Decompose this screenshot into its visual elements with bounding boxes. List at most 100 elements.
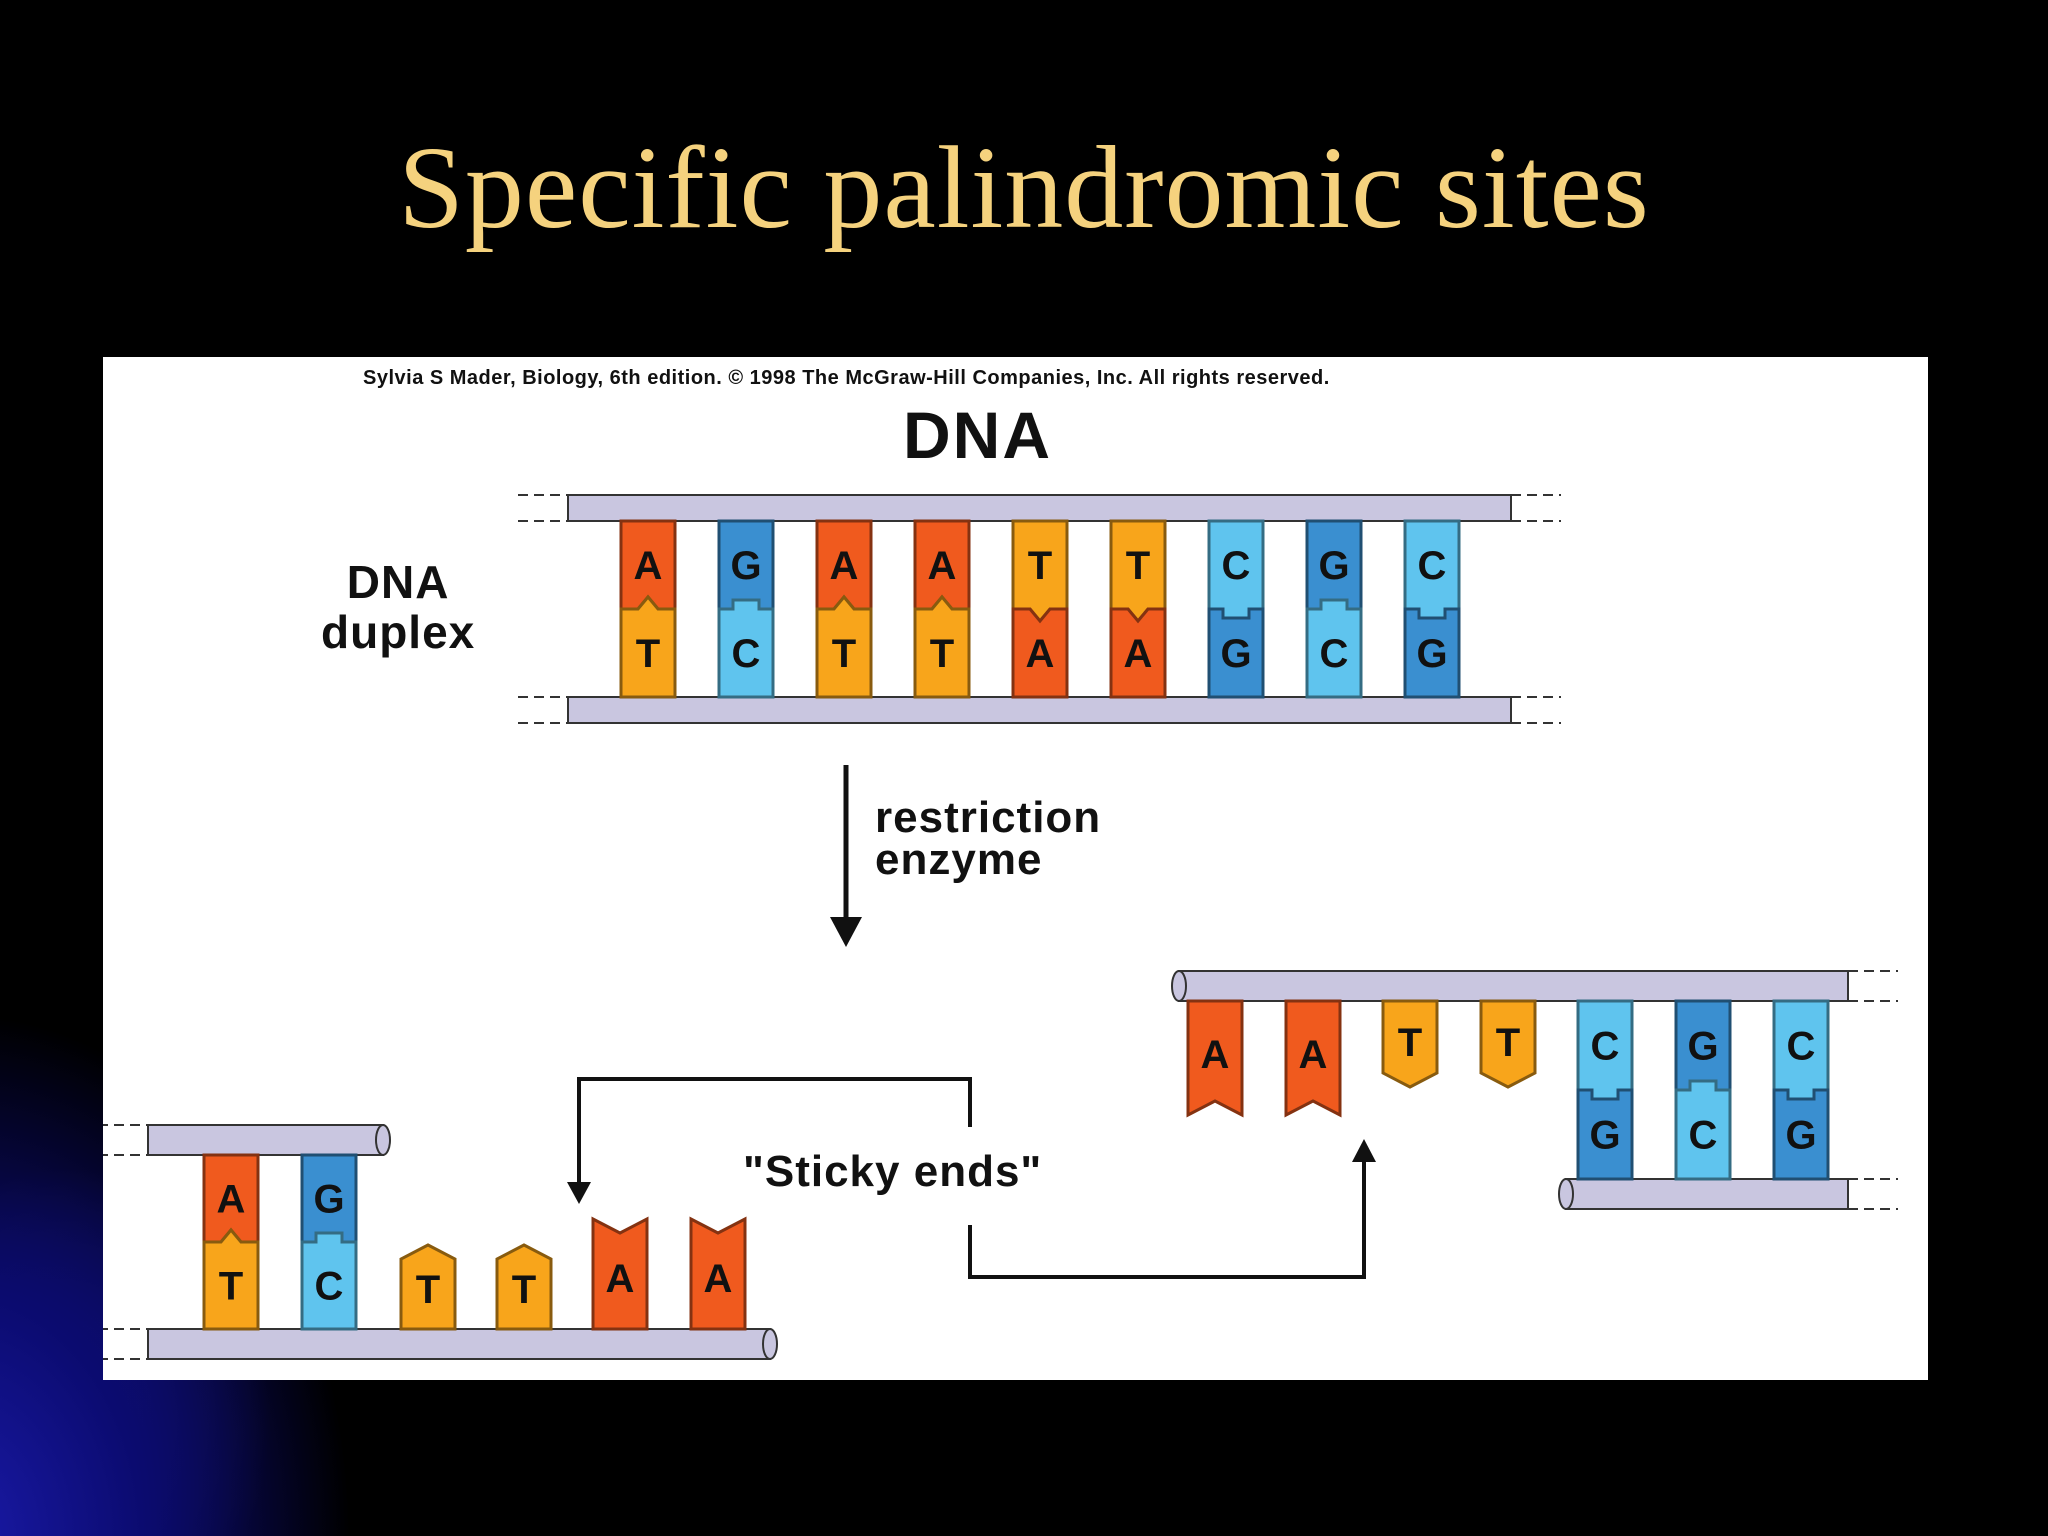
base-pair-CG: CG: [1576, 999, 1634, 1181]
backbone-strand: [1171, 970, 1898, 1002]
backbone-bar: [1178, 970, 1849, 1002]
base-pair-AT: AT: [619, 519, 677, 699]
base-letter: C: [1418, 544, 1447, 588]
nucleotide-G: [1207, 607, 1265, 699]
backbone-strand: [518, 494, 1561, 522]
base-letter: A: [1299, 1033, 1328, 1077]
enzyme-label-line: restriction: [875, 793, 1102, 842]
base-letter: A: [928, 544, 957, 588]
base-letter: G: [730, 544, 761, 588]
nucleotide-shape: [1284, 999, 1342, 1118]
base-letter: G: [313, 1178, 344, 1222]
base-letter: T: [1496, 1021, 1520, 1065]
backbone-bar: [147, 1328, 771, 1360]
backbone-cap: [1558, 1178, 1574, 1210]
sticky-arrow-left-head: [567, 1182, 591, 1204]
base-pair-CG: CG: [1207, 519, 1265, 699]
sticky-arrow-left: [577, 1077, 972, 1187]
base-pair-CG: CG: [1403, 519, 1461, 699]
backbone-bar: [1565, 1178, 1849, 1210]
base-letter: T: [512, 1268, 536, 1312]
sticky-nucleotide-A: A: [1284, 999, 1342, 1118]
base-letter: T: [1398, 1021, 1422, 1065]
base-letter: T: [1028, 544, 1052, 588]
nucleotide-shape: [689, 1216, 747, 1331]
base-letter: T: [636, 632, 660, 676]
nucleotide-T: T: [1479, 999, 1537, 1089]
base-letter: G: [1220, 632, 1251, 676]
base-letter: G: [1687, 1025, 1718, 1069]
backbone-strand: [103, 1328, 778, 1360]
base-letter: A: [1026, 632, 1055, 676]
enzyme-label-line: enzyme: [875, 835, 1043, 884]
nucleotide-C: [1674, 1079, 1732, 1181]
base-letter: A: [1201, 1033, 1230, 1077]
duplex-label-line: DNA: [346, 556, 450, 608]
base-letter: A: [217, 1178, 246, 1222]
nucleotide-T: T: [1381, 999, 1439, 1089]
nucleotide-shape: [1479, 999, 1537, 1089]
figure-credit: Sylvia S Mader, Biology, 6th edition. © …: [363, 367, 1330, 389]
base-letter: A: [704, 1257, 733, 1301]
base-letter: T: [416, 1268, 440, 1312]
sticky-nucleotide-A: A: [689, 1216, 747, 1331]
nucleotide-T: [815, 594, 873, 699]
base-pair-TA: TA: [1109, 519, 1167, 699]
sticky-arrow-right: [968, 1157, 1366, 1279]
base-letter: G: [1785, 1114, 1816, 1158]
backbone-bar: [567, 494, 1512, 522]
nucleotide-T: [202, 1227, 260, 1331]
sticky-nucleotide-A: A: [591, 1216, 649, 1331]
base-letter: A: [1124, 632, 1153, 676]
enzyme-arrow-head: [830, 917, 862, 947]
backbone-cap: [1171, 970, 1187, 1002]
base-letter: C: [315, 1265, 344, 1309]
base-letter: T: [832, 632, 856, 676]
dna-duplex-label: DNA duplex: [321, 557, 475, 657]
nucleotide-shape: [1381, 999, 1439, 1089]
nucleotide-shape: [495, 1243, 553, 1331]
nucleotide-T: [619, 594, 677, 699]
base-letter: C: [1591, 1025, 1620, 1069]
base-letter: A: [606, 1257, 635, 1301]
backbone-cap: [762, 1328, 778, 1360]
base-letter: G: [1589, 1114, 1620, 1158]
base-letter: C: [732, 632, 761, 676]
nucleotide-C: [717, 598, 775, 699]
base-pair-AT: AT: [202, 1153, 260, 1331]
sticky-ends-label: "Sticky ends": [743, 1147, 1043, 1196]
base-letter: C: [1320, 632, 1349, 676]
nucleotide-C: [300, 1231, 358, 1331]
base-pair-GC: GC: [717, 519, 775, 699]
base-letter: T: [930, 632, 954, 676]
base-letter: T: [1126, 544, 1150, 588]
backbone-strand: [103, 1124, 391, 1156]
base-letter: C: [1689, 1114, 1718, 1158]
sticky-nucleotide-T: T: [495, 1243, 553, 1331]
base-letter: A: [830, 544, 859, 588]
base-letter: A: [634, 544, 663, 588]
nucleotide-C: [1305, 598, 1363, 699]
nucleotide-shape: [1186, 999, 1244, 1118]
nucleotide-G: [1403, 607, 1461, 699]
nucleotide-A: [1011, 607, 1069, 699]
base-pair-AT: AT: [815, 519, 873, 699]
nucleotide-shape: [591, 1216, 649, 1331]
backbone-strand: [1558, 1178, 1898, 1210]
duplex-label-line: duplex: [321, 606, 476, 658]
dna-heading: DNA: [903, 398, 1052, 472]
base-pair-AT: AT: [913, 519, 971, 699]
slide-title: Specific palindromic sites: [398, 122, 1650, 253]
base-letter: G: [1416, 632, 1447, 676]
nucleotide-T: [913, 594, 971, 699]
restriction-enzyme-label: restriction enzyme: [875, 793, 1102, 884]
base-letter: G: [1318, 544, 1349, 588]
sticky-nucleotide-A: A: [1186, 999, 1244, 1118]
base-pair-TA: TA: [1011, 519, 1069, 699]
backbone-cap: [375, 1124, 391, 1156]
base-pair-GC: GC: [1305, 519, 1363, 699]
base-pair-GC: GC: [1674, 999, 1732, 1181]
backbone-bar: [147, 1124, 384, 1156]
